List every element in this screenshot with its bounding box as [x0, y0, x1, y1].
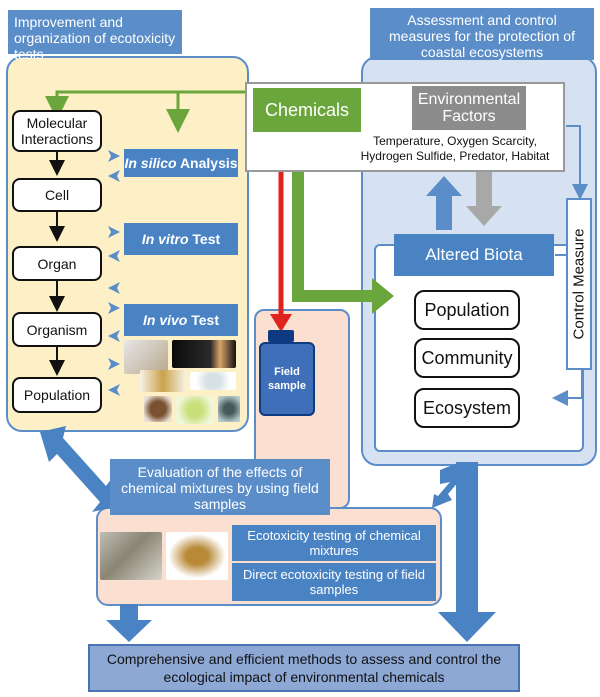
- biota-community: Community: [414, 338, 520, 378]
- biota-population: Population: [414, 290, 520, 330]
- control-line-side: [552, 370, 583, 406]
- left-panel-title: Improvement and organization of ecotoxic…: [8, 10, 182, 62]
- env-factors-box: Environmental Factors: [412, 86, 526, 130]
- down-arrow-left: [106, 604, 152, 642]
- green-thin-line: [45, 90, 258, 120]
- bottom-panel-title: Evaluation of the effects of chemical mi…: [110, 459, 330, 515]
- amphipod-field-photo: [166, 532, 228, 580]
- test-italic: In silico: [124, 155, 177, 171]
- altered-biota-box: Altered Biota: [394, 234, 554, 276]
- test-rest: Test: [188, 231, 221, 247]
- daphnia-photo: [124, 340, 168, 374]
- level-molecular: Molecular Interactions: [12, 110, 102, 152]
- footer-conclusion: Comprehensive and efficient methods to a…: [88, 644, 520, 692]
- down-arrow-right: [438, 462, 496, 642]
- eggs-photo: [190, 372, 236, 390]
- chemicals-box: Chemicals: [253, 88, 361, 132]
- shrimp-photo: [100, 532, 162, 580]
- medaka-photo: [172, 340, 236, 368]
- mixture-test-box: Ecotoxicity testing of chemical mixtures: [232, 525, 436, 561]
- in-silico-box: In silico Analysis: [124, 149, 238, 177]
- right-panel-title: Assessment and control measures for the …: [370, 8, 594, 60]
- fish-photo: [140, 370, 186, 392]
- double-arrow-left: [40, 426, 118, 512]
- small-blue-chevrons: [108, 150, 120, 396]
- bottle-cap: [268, 330, 294, 342]
- level-organism: Organism: [12, 312, 102, 347]
- amphipod-photo: [144, 396, 172, 422]
- control-measure-label: Control Measure: [570, 228, 588, 340]
- level-organ: Organ: [12, 246, 102, 281]
- test-rest: Test: [187, 312, 219, 328]
- control-measure-box: Control Measure: [566, 198, 592, 370]
- in-vivo-box: In vivo Test: [124, 304, 238, 336]
- test-italic: In vivo: [143, 312, 188, 328]
- gray-arrow: [466, 172, 502, 226]
- crab-photo: [218, 396, 240, 422]
- level-population: Population: [12, 377, 102, 413]
- algae-photo: [176, 396, 214, 424]
- test-italic: In vitro: [141, 231, 189, 247]
- env-factors-list: Temperature, Oxygen Scarcity, Hydrogen S…: [360, 134, 550, 163]
- control-line-top: [566, 125, 588, 200]
- test-rest: Analysis: [176, 155, 238, 171]
- in-vitro-box: In vitro Test: [124, 223, 238, 255]
- biota-ecosystem: Ecosystem: [414, 388, 520, 428]
- blue-up-arrow: [426, 176, 462, 230]
- field-test-box: Direct ecotoxicity testing of field samp…: [232, 563, 436, 601]
- level-cell: Cell: [12, 178, 102, 212]
- field-sample-bottle: Field sample: [259, 342, 315, 416]
